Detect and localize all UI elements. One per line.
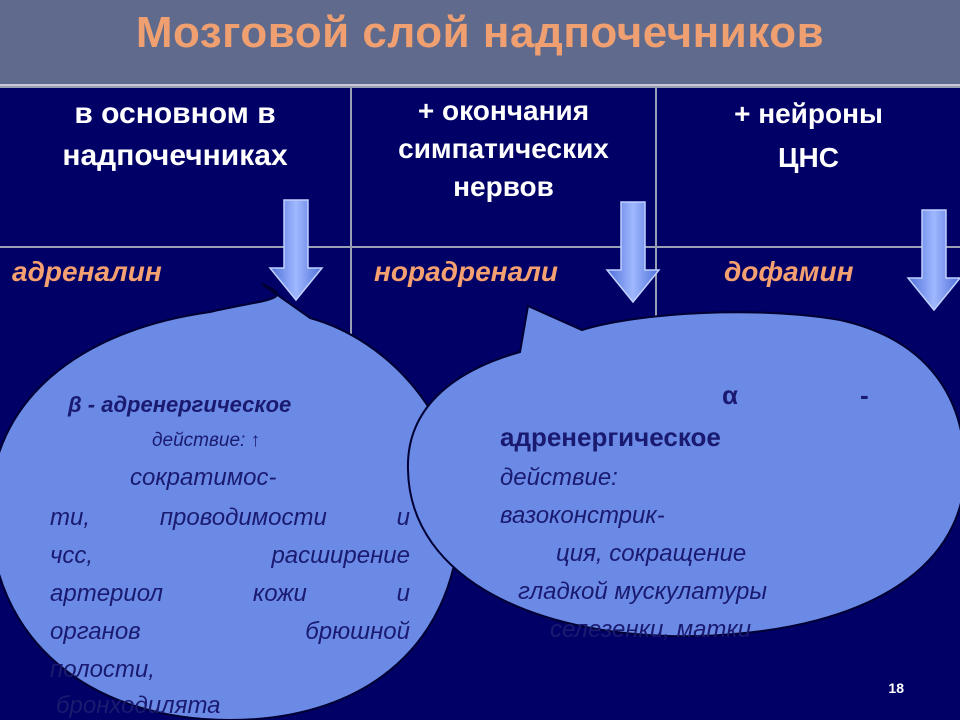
hormone-noradrenaline: норадренали — [374, 256, 559, 287]
table-row-divider — [0, 246, 960, 248]
header-line: + нейроны — [734, 98, 883, 129]
beta-word: и — [396, 580, 410, 607]
beta-word: чсс, — [50, 542, 94, 569]
beta-word: брюшной — [305, 618, 410, 645]
down-arrow-icon — [268, 199, 324, 302]
header-line: надпочечниках — [62, 139, 288, 172]
header-cell-3: + нейроны ЦНС — [657, 92, 960, 180]
beta-word: артериол — [50, 580, 164, 607]
table-top-border — [0, 86, 960, 88]
beta-action-label: действие: ↑ — [152, 430, 261, 451]
header-line: + окончания — [417, 95, 590, 126]
table-column-divider-2 — [655, 86, 657, 506]
beta-word: органов — [50, 618, 141, 645]
alpha-symbol: α — [722, 380, 738, 410]
beta-word: и — [396, 504, 410, 531]
header-cell-2: + окончания симпатических нервов — [352, 92, 655, 206]
down-arrow-icon — [906, 209, 960, 312]
beta-heading: β - адренергическое — [68, 392, 292, 417]
alpha-line: селезенки, матки — [550, 616, 752, 643]
hormone-dopamine: дофамин — [724, 256, 854, 287]
beta-line: сократимос- — [130, 464, 277, 491]
header-line: в основном в — [74, 97, 276, 130]
beta-line: бронходилята — [56, 692, 221, 719]
alpha-speech-bubble — [406, 304, 960, 638]
beta-word: ти, — [50, 504, 91, 531]
header-line: симпатических — [398, 133, 609, 164]
beta-word: кожи — [252, 580, 307, 607]
beta-justified-line: ти, проводимости и — [50, 504, 410, 532]
beta-justified-line: органов брюшной — [50, 618, 410, 646]
alpha-line: гладкой мускулатуры — [518, 578, 768, 605]
beta-justified-line: артериол кожи и — [50, 580, 410, 608]
beta-line: полости, — [50, 656, 155, 683]
alpha-heading: адренергическое — [500, 422, 721, 452]
header-cell-1: в основном в надпочечниках — [0, 94, 350, 178]
beta-justified-line: чсс, расширение — [50, 542, 410, 570]
alpha-line: ция, сокращение — [556, 540, 747, 567]
alpha-line: действие: — [500, 464, 618, 491]
header-line: нервов — [453, 171, 554, 202]
header-line: ЦНС — [778, 142, 839, 173]
hormone-adrenaline: адреналин — [12, 256, 162, 287]
title-band — [0, 0, 960, 86]
page-number: 18 — [888, 680, 904, 696]
beta-word: расширение — [271, 542, 410, 569]
alpha-line: вазоконстрик- — [500, 502, 665, 529]
slide-title: Мозговой слой надпочечников — [135, 8, 825, 57]
down-arrow-icon — [605, 201, 661, 304]
alpha-dash: - — [860, 380, 869, 410]
beta-speech-bubble — [0, 283, 462, 720]
table-column-divider-1 — [350, 86, 352, 506]
beta-word: проводимости — [159, 504, 327, 531]
